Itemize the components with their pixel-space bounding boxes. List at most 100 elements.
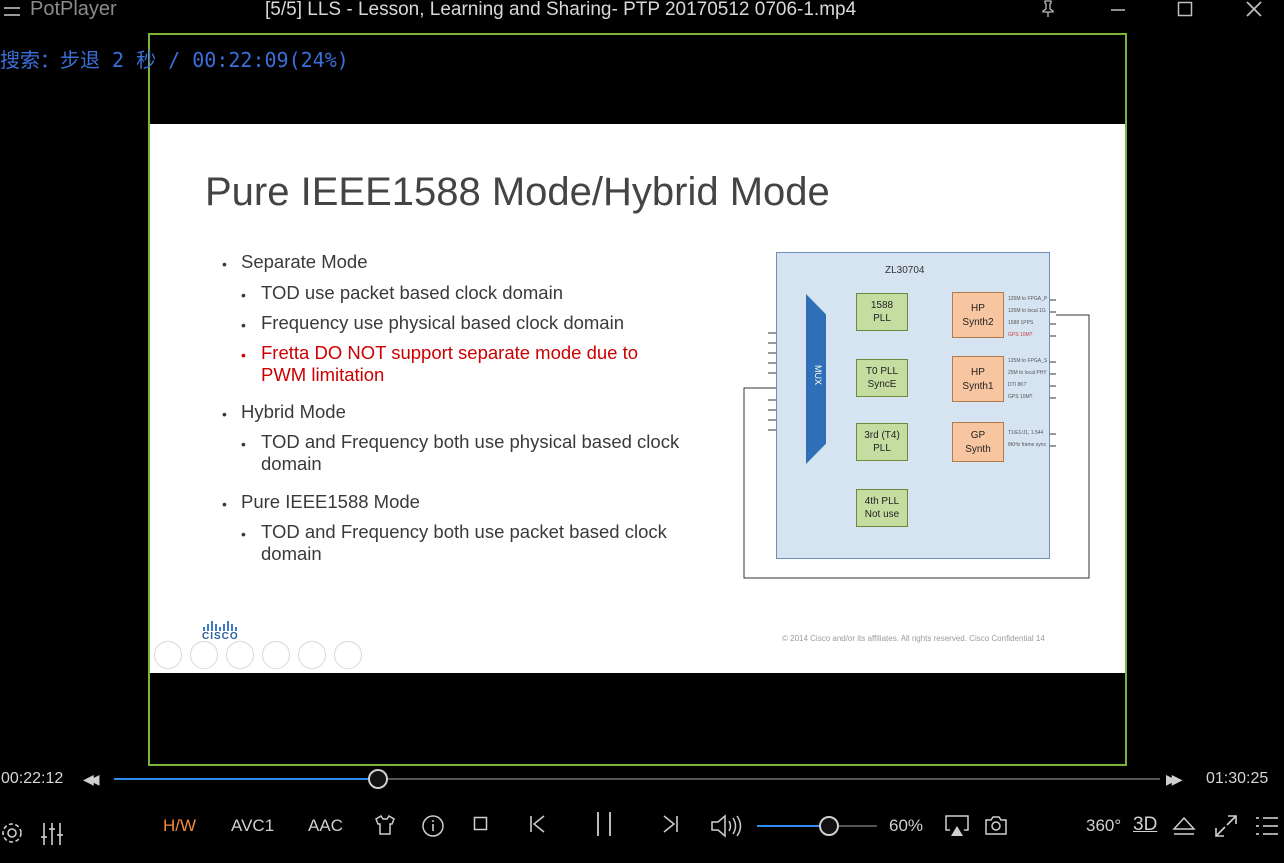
equalizer-icon[interactable] (40, 821, 68, 852)
bullet-dot: • (241, 317, 246, 333)
seek-progress (114, 778, 378, 780)
control-bar: 00:22:12 ◀◀ ▶▶ 01:30:25 H/W AVC1 AAC 60% (0, 766, 1284, 863)
slide-menu-icon (262, 641, 290, 669)
vr-360-button[interactable]: 360° (1086, 816, 1122, 835)
volume-icon[interactable] (710, 814, 744, 843)
mux-block (806, 294, 826, 464)
volume-level (757, 825, 829, 827)
elapsed-time: 00:22:12 (1, 770, 64, 787)
audio-codec-button[interactable]: AAC (308, 816, 343, 835)
output-label: 125M to FPGA_P (1008, 296, 1048, 302)
slide-back-icon (154, 641, 182, 669)
stop-icon[interactable] (473, 816, 489, 837)
skin-icon[interactable] (373, 813, 397, 842)
volume-slider[interactable] (757, 816, 877, 836)
output-label: 8KHz frame sync (1008, 442, 1047, 448)
slide-title: Pure IEEE1588 Mode/Hybrid Mode (205, 170, 830, 214)
bullet-dot: • (241, 287, 246, 303)
bullet-dot: • (241, 436, 246, 452)
previous-icon[interactable] (528, 814, 548, 839)
bullet-fretta-warning: Fretta DO NOT support separate mode due … (261, 342, 639, 363)
bullet-pure-desc-cont: domain (261, 543, 322, 564)
playlist-icon[interactable] (1254, 814, 1280, 843)
pll-line: PLL (873, 313, 891, 324)
output-label: 125M to local 1G (1008, 308, 1046, 314)
bullet-dot: • (222, 406, 227, 422)
pll-3rd-t4: 3rd (T4) PLL (856, 423, 908, 461)
synth-hp1: HP Synth1 (952, 356, 1004, 402)
pll-1588: 1588 PLL (856, 293, 908, 331)
slide-footer: © 2014 Cisco and/or its affiliates. All … (782, 634, 1045, 643)
app-name: PotPlayer (30, 0, 117, 20)
video-slide: Pure IEEE1588 Mode/Hybrid Mode • Separat… (150, 124, 1125, 673)
synth-line: Synth (965, 444, 991, 455)
bullet-tod-packet: TOD use packet based clock domain (261, 282, 563, 303)
pll-t0-synce: T0 PLL SyncE (856, 359, 908, 397)
pll-line: 3rd (T4) (864, 430, 900, 441)
slide-more-icon (334, 641, 362, 669)
bullet-dot: • (241, 526, 246, 542)
eject-icon[interactable] (1172, 816, 1196, 841)
bullet-dot: • (222, 496, 227, 512)
output-label: GPS 10M? (1008, 332, 1033, 338)
next-icon[interactable] (660, 814, 680, 839)
settings-icon[interactable] (0, 821, 24, 850)
bullet-hybrid-desc-cont: domain (261, 453, 322, 474)
slide-forward-icon (190, 641, 218, 669)
osd-seek-message: 搜索：步退 2 秒 / 00:22:09(24%) (0, 48, 349, 72)
bullet-dot: • (241, 347, 246, 363)
bullet-pure-desc: TOD and Frequency both use packet based … (261, 521, 667, 542)
synth-hp2: HP Synth2 (952, 292, 1004, 338)
slide-zoom-icon (298, 641, 326, 669)
seek-bar[interactable] (114, 769, 1160, 789)
title-bar: PotPlayer [5/5] LLS - Lesson, Learning a… (0, 0, 1284, 22)
hw-decoder-button[interactable]: H/W (163, 816, 197, 835)
output-label: DTI 8K? (1008, 382, 1027, 388)
synth-line: Synth1 (962, 381, 994, 392)
fullscreen-icon[interactable] (1214, 814, 1238, 843)
output-label: T1/E1/J1, 1.544 (1008, 430, 1044, 436)
bullet-hybrid-desc: TOD and Frequency both use physical base… (261, 431, 680, 452)
bullet-dot: • (222, 256, 227, 272)
pll-line: 1588 (870, 300, 894, 311)
pll-line: PLL (873, 443, 891, 454)
close-icon[interactable] (1239, 0, 1269, 20)
pll-line: 4th PLL (864, 496, 900, 507)
synth-line: HP (971, 367, 985, 378)
bullet-hybrid-mode: Hybrid Mode (241, 401, 346, 422)
seek-back-icon[interactable]: ◀◀ (83, 771, 99, 787)
window-title: [5/5] LLS - Lesson, Learning and Sharing… (265, 0, 857, 20)
seek-handle[interactable] (367, 769, 388, 789)
seek-forward-icon[interactable]: ▶▶ (1166, 771, 1182, 787)
mux-label: MUX (813, 365, 823, 385)
bullet-pure-1588: Pure IEEE1588 Mode (241, 491, 420, 512)
bullet-frequency-physical: Frequency use physical based clock domai… (261, 312, 624, 333)
pll-line: Not use (864, 509, 900, 520)
app-menu-button[interactable]: PotPlayer (4, 0, 117, 22)
menu-icon[interactable] (4, 5, 20, 17)
pause-icon[interactable] (594, 810, 614, 843)
video-codec-button[interactable]: AVC1 (231, 816, 275, 835)
cisco-logo: CISCO (202, 621, 239, 642)
info-icon[interactable] (421, 814, 445, 843)
output-label: 125M to FPGA_S (1008, 358, 1048, 364)
pll-line: T0 PLL (865, 366, 899, 377)
bullet-fretta-warning-cont: PWM limitation (261, 364, 385, 385)
volume-percent: 60% (889, 816, 924, 835)
slide-pen-icon (226, 641, 254, 669)
3d-button[interactable]: 3D (1133, 814, 1158, 835)
output-label: 25M to local PHY (1008, 370, 1047, 376)
synth-line: Synth2 (962, 317, 994, 328)
pll-4th: 4th PLL Not use (856, 489, 908, 527)
minimize-icon[interactable] (1103, 0, 1133, 20)
total-time: 01:30:25 (1206, 770, 1269, 787)
airplay-icon[interactable] (944, 814, 970, 843)
maximize-icon[interactable] (1170, 0, 1200, 20)
capture-icon[interactable] (984, 814, 1008, 841)
pll-line: SyncE (867, 379, 897, 390)
cisco-logo-text: CISCO (202, 631, 239, 642)
pin-icon[interactable] (1033, 0, 1063, 20)
output-label: 1588 1PPS (1008, 320, 1034, 326)
volume-handle[interactable] (819, 816, 839, 836)
synth-gp: GP Synth (952, 422, 1004, 462)
